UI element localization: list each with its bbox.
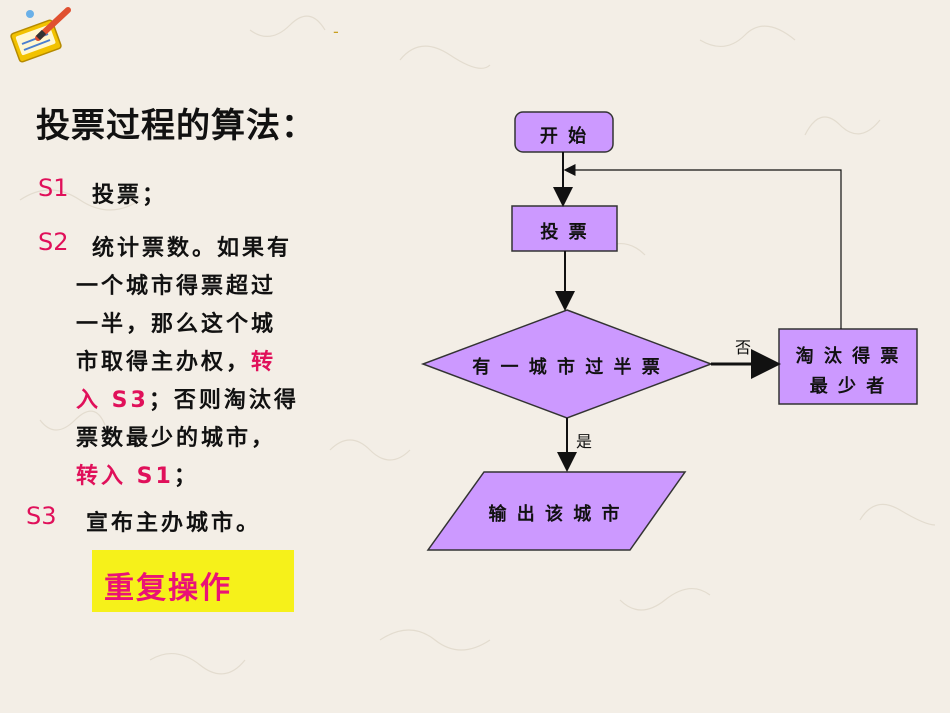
step-s2-line-4-text: 市取得主办权， [76, 350, 252, 375]
step-s3-text: 宣布主办城市。 [86, 511, 262, 536]
vote-node-label: 投 票 [540, 222, 589, 243]
step-s2-line-2: 一个城市得票超过 [76, 274, 277, 299]
header-mark: - [333, 22, 339, 41]
step-label-s3: S3 [26, 502, 57, 530]
step-s2-line-5: 入 S3；否则淘汰得 [76, 382, 299, 414]
eliminate-node-label-1: 淘 汰 得 票 [795, 346, 901, 367]
edge-loop-back [563, 164, 842, 329]
goto-s3-highlight: 入 S3 [76, 388, 149, 413]
step-s2-line-3: 一半，那么这个城 [76, 312, 277, 337]
repeat-label: 重复操作 [104, 571, 232, 606]
step-label-s1: S1 [38, 174, 69, 202]
step-s1-text: 投票； [92, 183, 168, 208]
step-s2-line-5-text: ；否则淘汰得 [148, 388, 299, 413]
step-s2-line-6: 票数最少的城市， [76, 426, 277, 451]
no-edge-label: 否 [735, 338, 752, 357]
goto-highlight: 转 [251, 350, 277, 375]
step-s2-line-1: 统计票数。如果有 [92, 236, 293, 261]
pencil-notepad-logo-icon [10, 7, 71, 63]
decision-node-label: 有 一 城 市 过 半 票 [472, 357, 662, 378]
step-label-s2: S2 [38, 228, 69, 256]
step-s2-line-4: 市取得主办权，转 [76, 344, 276, 376]
yes-edge-label: 是 [576, 432, 593, 451]
step-s2-line-7-text: ； [173, 464, 199, 489]
eliminate-node [778, 328, 918, 405]
goto-s1-highlight: 转入 S1 [76, 464, 174, 489]
eliminate-node-label-2: 最 少 者 [809, 376, 887, 397]
start-node-label: 开 始 [539, 126, 589, 147]
output-node [426, 471, 687, 551]
output-node-label: 输 出 该 城 市 [488, 504, 622, 525]
step-s2-line-7: 转入 S1； [76, 458, 199, 490]
repeat-highlight-box [92, 550, 294, 612]
vote-node [511, 205, 618, 252]
page-title: 投票过程的算法： [36, 106, 316, 146]
